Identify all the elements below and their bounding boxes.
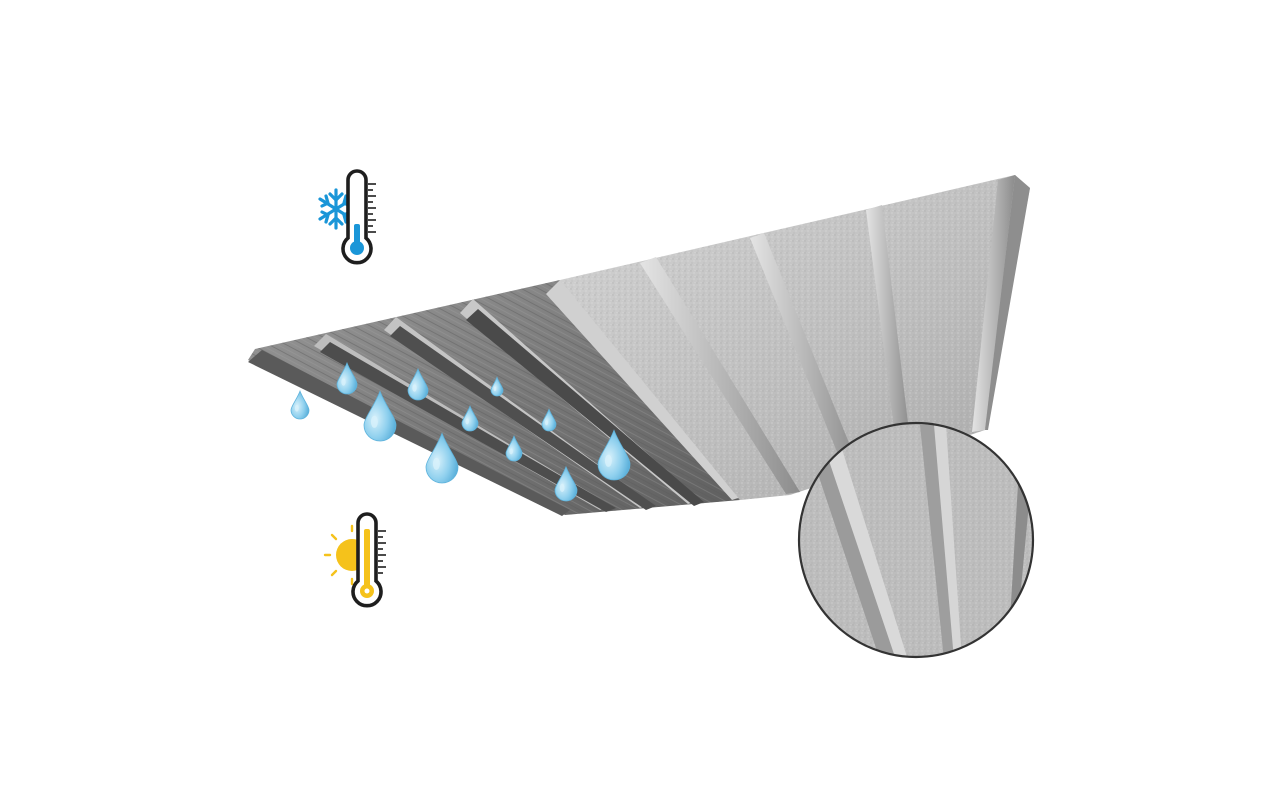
droplet-highlight xyxy=(509,448,513,455)
droplet-highlight xyxy=(545,419,549,426)
droplet-highlight xyxy=(465,418,469,425)
sun-thermometer-icon xyxy=(323,512,386,608)
water-droplet-icon xyxy=(336,361,358,395)
water-droplet-icon xyxy=(407,367,429,401)
droplet-highlight xyxy=(432,457,440,470)
water-droplet-icon xyxy=(461,405,479,432)
snowflake-thermometer-icon xyxy=(318,169,376,265)
water-droplet-icon xyxy=(554,465,578,502)
water-droplet-icon xyxy=(490,376,504,397)
water-droplet-icon xyxy=(597,429,631,481)
felt-sheet-section xyxy=(560,175,1030,500)
droplet-highlight xyxy=(493,386,497,392)
droplet-highlight xyxy=(559,483,565,492)
droplet-highlight xyxy=(412,384,417,392)
droplet-highlight xyxy=(294,404,299,412)
water-droplet-icon xyxy=(505,435,523,462)
water-droplet-icon xyxy=(290,389,310,420)
water-droplet-icon xyxy=(363,390,397,442)
droplet-highlight xyxy=(341,378,346,386)
water-droplets xyxy=(290,361,631,502)
droplet-highlight xyxy=(604,454,612,467)
water-droplet-icon xyxy=(541,408,557,432)
droplet-highlight xyxy=(370,415,378,428)
water-droplet-icon xyxy=(425,432,459,484)
